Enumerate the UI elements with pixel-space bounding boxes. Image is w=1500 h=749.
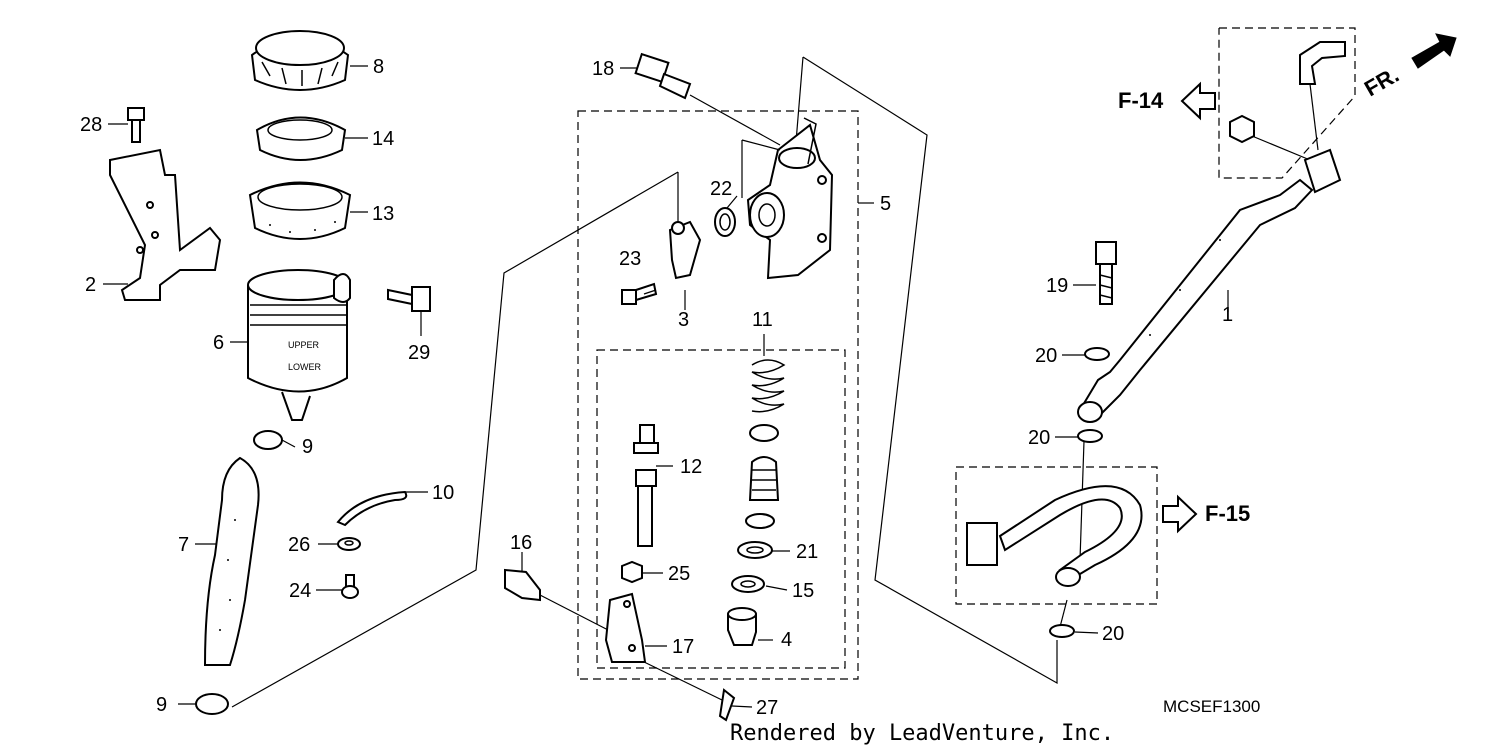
part-11-spring [751,359,786,413]
callout-15: 15 [792,580,814,602]
f15-arrow [1162,494,1198,534]
part-29-bolt [387,286,431,312]
callout-leaders [103,65,1229,708]
callout-3: 3 [678,309,689,331]
callout-21: 21 [796,541,818,563]
part-17-clevis [604,592,647,663]
callout-20-c: 20 [1102,623,1124,645]
credit-text: Rendered by LeadVenture, Inc. [730,721,1114,746]
part-3-joint [668,220,702,280]
callout-13: 13 [372,203,394,225]
part-22-oring [714,207,736,237]
part-15-washer [731,575,765,593]
callout-27: 27 [756,697,778,719]
master-cylinder-box [577,110,859,680]
label-upper: UPPER [288,340,320,350]
part-2-bracket [109,148,222,301]
callout-25: 25 [668,563,690,585]
part-4-boot [727,607,757,646]
part-13-diaphragm [248,181,352,240]
part-8-reservoir-cap [250,30,350,91]
part-16-pin [504,568,541,602]
part-11-cup [749,424,779,442]
part-20-washer-b [1077,429,1103,443]
callout-12: 12 [680,456,702,478]
bolt18-axis [689,94,781,146]
part-f14-nut [1229,114,1255,144]
callout-numbers: 1 2 3 4 5 6 7 8 9 9 10 11 12 13 14 15 16… [80,56,1233,719]
part-18-bolt [634,52,692,100]
front-arrow [1411,33,1457,69]
callout-9-upper: 9 [302,436,313,458]
part-27-cotter [718,688,736,722]
callout-11: 11 [752,309,773,331]
callout-5: 5 [880,193,891,215]
callout-20-b: 20 [1028,427,1050,449]
fitting-axis-line [1309,83,1319,151]
part-f15-hose [966,485,1143,587]
ref-f14: F-14 [1118,88,1164,113]
part-20-washer-c [1049,624,1075,638]
callout-22: 22 [710,178,732,200]
part-1-brake-hose [1077,148,1342,423]
part-11-seal [745,513,775,529]
part-f14-fitting [1299,41,1346,85]
part-12-pushrod [633,424,659,547]
label-lower: LOWER [288,362,322,372]
nut-axis-line [1251,135,1311,161]
part-9-clip-upper [253,430,283,450]
pin16-axis [539,594,613,633]
callout-26: 26 [288,534,310,556]
part-6-reservoir: UPPER LOWER [247,269,351,421]
callout-10: 10 [432,482,454,504]
callout-4: 4 [781,629,792,651]
bolt-axis-line-2 [1059,599,1068,628]
part-19-bolt [1095,241,1117,305]
group-outlines [231,27,1356,708]
part-14-plate [255,116,347,161]
callout-7: 7 [178,534,189,556]
callout-14: 14 [372,128,394,150]
pin27-axis [639,659,723,701]
callout-16: 16 [510,532,532,554]
ref-f15: F-15 [1205,501,1250,526]
callout-23: 23 [619,248,641,270]
callout-2: 2 [85,274,96,296]
part-23-bolt [621,282,658,305]
callout-6: 6 [213,332,224,354]
part-28-bolt [127,107,145,143]
callout-1: 1 [1222,304,1233,326]
assembly-outline [802,56,1058,685]
callout-20-a: 20 [1035,345,1057,367]
part-25-nut [621,560,643,584]
drawing-code: MCSEF1300 [1163,697,1260,716]
part-9-clip-lower [195,693,229,715]
part-26-washer [337,537,361,551]
part-11-piston [748,456,780,501]
callout-9-lower: 9 [156,694,167,716]
ref-front: FR. [1360,62,1403,101]
callout-18: 18 [592,58,614,80]
callout-29: 29 [408,342,430,364]
part-7-hose [203,456,260,666]
callout-24: 24 [289,580,311,602]
callout-17: 17 [672,636,694,658]
part-5-master-cylinder [746,117,834,280]
part-20-washer-a [1084,347,1110,361]
callout-19: 19 [1046,275,1068,297]
f14-arrow [1180,81,1216,121]
callout-8: 8 [373,56,384,78]
piston-set-box [596,349,846,669]
hose-connect-line [231,171,679,708]
part-24-screw [341,574,359,599]
part-10-retainer [336,490,408,527]
callout-28: 28 [80,114,102,136]
part-21-circlip [737,541,773,559]
assembly-outline-2 [795,56,804,143]
